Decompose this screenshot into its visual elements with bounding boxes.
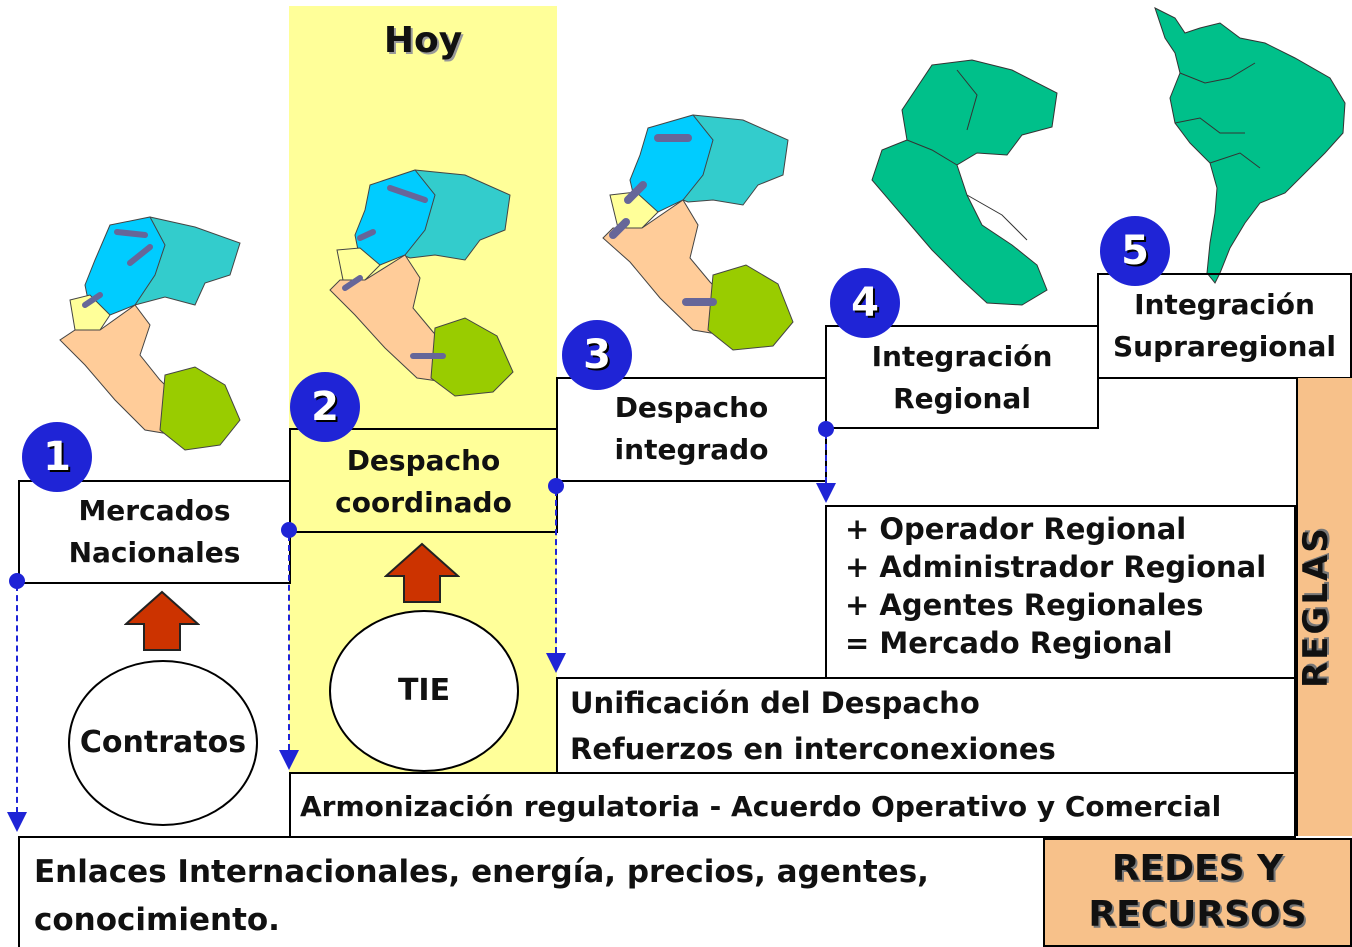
unificacion-line2: Refuerzos en interconexiones — [570, 732, 1056, 766]
connector-line — [288, 535, 290, 750]
map-supraregional-integration — [1154, 7, 1346, 284]
stage-5-label: Integración Supraregional — [1097, 284, 1352, 368]
regional-item-agentes: + Agentes Regionales — [845, 588, 1204, 622]
stage-5-label-line1: Integración — [1134, 288, 1315, 321]
map-coordinated-dispatch — [329, 169, 514, 397]
unificacion-text: Unificación del Despacho Refuerzos en in… — [570, 680, 1056, 772]
connector-line — [16, 585, 18, 813]
enlaces-line2: conocimiento. — [34, 902, 280, 938]
stage-5-box — [1097, 273, 1352, 379]
regional-item-mercado: = Mercado Regional — [845, 626, 1173, 660]
arrow-up-icon — [384, 542, 460, 603]
stage-3-number-badge: 3 — [562, 320, 632, 390]
connector-arrowhead — [279, 750, 299, 770]
stage-2-number-badge: 2 — [290, 372, 360, 442]
tie-ellipse: TIE — [329, 610, 519, 772]
connector-dot — [9, 573, 25, 589]
stage-5-number-badge: 5 — [1100, 216, 1170, 286]
stage-2-label-line2: coordinado — [335, 486, 512, 519]
stage-4-label: Integración Regional — [825, 336, 1099, 420]
redes-line1: REDES Y — [1111, 848, 1284, 889]
map-integrated-dispatch — [602, 114, 794, 351]
stage-3-label-line1: Despacho — [614, 391, 769, 424]
reglas-label: REGLAS — [1296, 526, 1336, 688]
redes-recursos-box: REDES Y RECURSOS — [1043, 838, 1352, 947]
enlaces-line1: Enlaces Internacionales, energía, precio… — [34, 854, 929, 890]
arrow-up-icon — [124, 590, 200, 651]
unificacion-line1: Unificación del Despacho — [570, 686, 980, 720]
stage-4-number-badge: 4 — [830, 268, 900, 338]
stage-1-label-line2: Nacionales — [68, 536, 241, 569]
connector-arrowhead — [7, 812, 27, 832]
enlaces-text: Enlaces Internacionales, energía, precio… — [34, 848, 929, 944]
stage-3-label: Despacho integrado — [556, 387, 827, 471]
connector-line — [825, 433, 827, 483]
connector-dot — [818, 421, 834, 437]
connector-line — [555, 490, 557, 653]
contratos-ellipse: Contratos — [68, 660, 258, 826]
stage-5-label-line2: Supraregional — [1113, 330, 1336, 363]
stage-4-label-line2: Regional — [893, 382, 1031, 415]
reglas-column — [1296, 378, 1352, 836]
regional-items-list: + Operador Regional + Administrador Regi… — [845, 510, 1266, 662]
connector-dot — [548, 478, 564, 494]
connector-arrowhead — [816, 483, 836, 503]
stage-1-label: Mercados Nacionales — [18, 490, 291, 574]
redes-line2: RECURSOS — [1088, 894, 1307, 935]
regional-item-operador: + Operador Regional — [845, 512, 1187, 546]
armonizacion-text: Armonización regulatoria - Acuerdo Opera… — [300, 790, 1222, 823]
tie-label: TIE — [397, 673, 451, 708]
hoy-label: Hoy — [383, 20, 463, 61]
stage-2-label-line1: Despacho — [346, 444, 501, 477]
stage-1-number-badge: 1 — [22, 422, 92, 492]
map-regional-integration — [871, 59, 1058, 306]
stage-3-label-line2: integrado — [614, 433, 769, 466]
stage-1-label-line1: Mercados — [78, 494, 231, 527]
contratos-label: Contratos — [79, 725, 247, 760]
stage-2-label: Despacho coordinado — [289, 440, 558, 524]
stage-4-label-line1: Integración — [871, 340, 1053, 373]
connector-arrowhead — [546, 653, 566, 673]
connector-dot — [281, 522, 297, 538]
map-national-markets — [59, 216, 241, 451]
regional-item-administrador: + Administrador Regional — [845, 550, 1267, 584]
